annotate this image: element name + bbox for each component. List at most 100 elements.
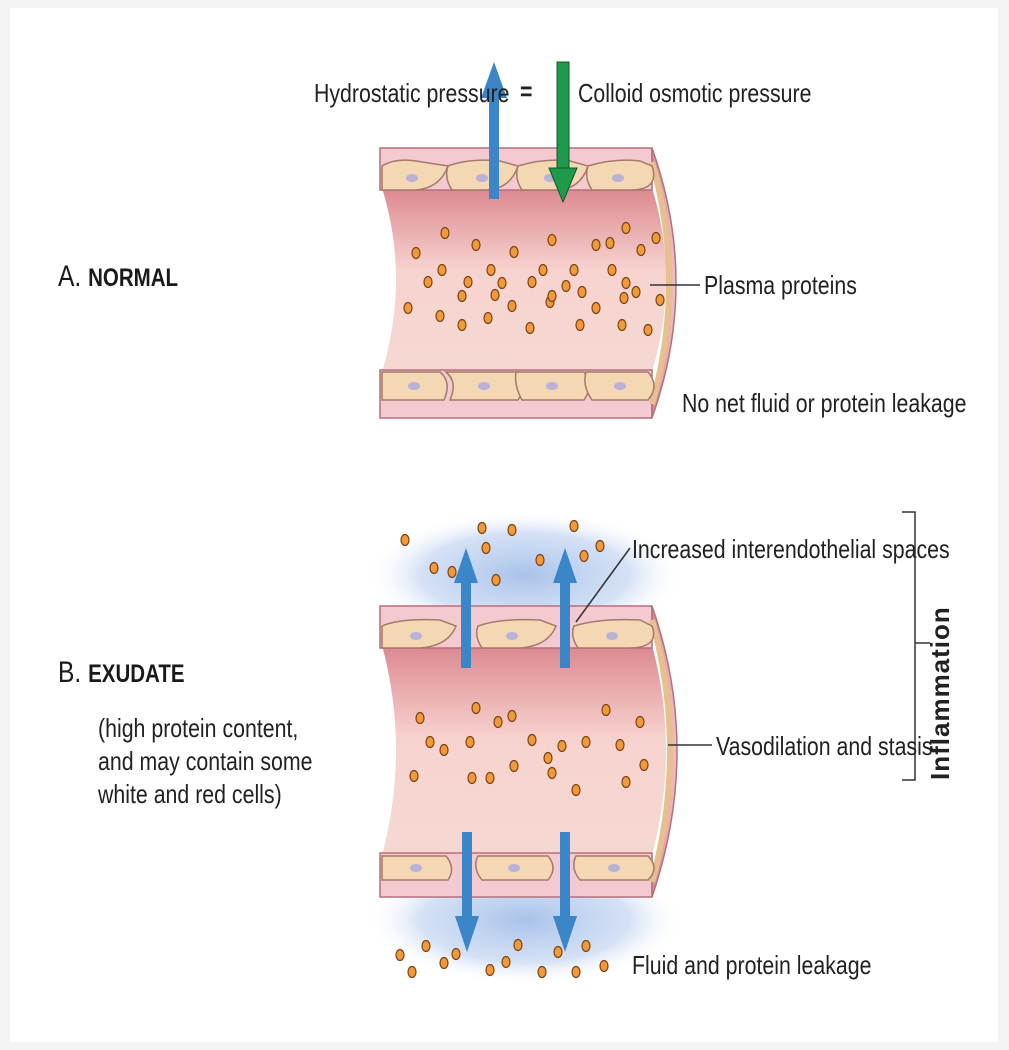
protein-dot-icon xyxy=(492,575,500,586)
protein-dot-icon xyxy=(484,313,492,324)
protein-dot-icon xyxy=(600,961,608,972)
panel-a-title: NORMAL xyxy=(88,264,178,292)
protein-dot-icon xyxy=(478,523,486,534)
protein-dot-icon xyxy=(636,717,644,728)
protein-dot-icon xyxy=(606,238,614,249)
protein-dot-icon xyxy=(438,265,446,276)
vessel-lumen xyxy=(382,645,666,855)
protein-dot-icon xyxy=(570,265,578,276)
inflammation-label: Inflammation xyxy=(925,606,956,780)
protein-dot-icon xyxy=(494,717,502,728)
protein-dot-icon xyxy=(582,737,590,748)
protein-dot-icon xyxy=(558,741,566,752)
protein-dot-icon xyxy=(596,541,604,552)
protein-dot-icon xyxy=(640,760,648,771)
protein-dot-icon xyxy=(416,713,424,724)
protein-dot-icon xyxy=(482,543,490,554)
protein-dot-icon xyxy=(448,567,456,578)
fluid-leakage-label: Fluid and protein leakage xyxy=(632,950,871,980)
protein-dot-icon xyxy=(528,735,536,746)
colloid-osmotic-pressure-label: Colloid osmotic pressure xyxy=(578,78,811,108)
protein-dot-icon xyxy=(502,957,510,968)
protein-dot-icon xyxy=(472,703,480,714)
panel-b-heading: B. EXUDATE xyxy=(58,656,185,691)
protein-dot-icon xyxy=(487,265,495,276)
protein-dot-icon xyxy=(526,323,534,334)
protein-dot-icon xyxy=(538,967,546,978)
protein-dot-icon xyxy=(539,265,547,276)
protein-dot-icon xyxy=(514,940,522,951)
protein-dot-icon xyxy=(508,525,516,536)
protein-dot-icon xyxy=(572,785,580,796)
protein-dot-icon xyxy=(468,773,476,784)
equals-sign: = xyxy=(520,76,532,106)
protein-dot-icon xyxy=(580,551,588,562)
protein-dot-icon xyxy=(440,958,448,969)
protein-dot-icon xyxy=(508,711,516,722)
protein-dot-icon xyxy=(652,233,660,244)
protein-dot-icon xyxy=(441,228,449,239)
protein-dot-icon xyxy=(464,277,472,288)
protein-dot-icon xyxy=(510,247,518,258)
no-leakage-label: No net fluid or protein leakage xyxy=(682,388,966,418)
protein-dot-icon xyxy=(592,303,600,314)
protein-dot-icon xyxy=(562,281,570,292)
protein-dot-icon xyxy=(618,320,626,331)
protein-dot-icon xyxy=(401,535,409,546)
protein-dot-icon xyxy=(632,287,640,298)
protein-dot-icon xyxy=(396,950,404,961)
protein-dot-icon xyxy=(622,278,630,289)
protein-dot-icon xyxy=(544,753,552,764)
protein-dot-icon xyxy=(572,967,580,978)
protein-dot-icon xyxy=(644,325,652,336)
protein-dot-icon xyxy=(486,773,494,784)
protein-dot-icon xyxy=(536,555,544,566)
protein-dot-icon xyxy=(582,941,590,952)
protein-dot-icon xyxy=(622,223,630,234)
protein-dot-icon xyxy=(548,768,556,779)
protein-dot-icon xyxy=(408,967,416,978)
protein-dot-icon xyxy=(424,277,432,288)
exudate-note: (high protein content, and may contain s… xyxy=(98,712,328,811)
protein-dot-icon xyxy=(554,947,562,958)
protein-dot-icon xyxy=(616,740,624,751)
panel-b-letter: B. xyxy=(58,656,81,689)
protein-dot-icon xyxy=(486,965,494,976)
protein-dot-icon xyxy=(622,777,630,788)
protein-dot-icon xyxy=(498,278,506,289)
panel-a-letter: A. xyxy=(58,260,81,293)
protein-dot-icon xyxy=(412,248,420,259)
protein-dot-icon xyxy=(637,245,645,256)
protein-dot-icon xyxy=(426,737,434,748)
protein-dot-icon xyxy=(510,761,518,772)
protein-dot-icon xyxy=(592,240,600,251)
panel-b-title: EXUDATE xyxy=(88,660,184,688)
hydrostatic-pressure-label: Hydrostatic pressure xyxy=(314,78,510,108)
protein-dot-icon xyxy=(608,265,616,276)
protein-dot-icon xyxy=(472,240,480,251)
protein-dot-icon xyxy=(452,949,460,960)
protein-dot-icon xyxy=(576,320,584,331)
protein-dot-icon xyxy=(404,303,412,314)
protein-dot-icon xyxy=(620,293,628,304)
vasodilation-label: Vasodilation and stasis xyxy=(716,731,932,761)
protein-dot-icon xyxy=(508,301,516,312)
panel-a-heading: A. NORMAL xyxy=(58,260,178,295)
protein-dot-icon xyxy=(570,521,578,532)
interendothelial-spaces-label: Increased interendothelial spaces xyxy=(632,534,950,564)
endothelial-cells-bottom xyxy=(382,372,654,400)
protein-dot-icon xyxy=(548,235,556,246)
protein-dot-icon xyxy=(458,320,466,331)
protein-dot-icon xyxy=(458,291,466,302)
protein-dot-icon xyxy=(578,287,586,298)
protein-dot-icon xyxy=(430,563,438,574)
protein-dot-icon xyxy=(548,291,556,302)
protein-dot-icon xyxy=(602,705,610,716)
plasma-proteins-label: Plasma proteins xyxy=(704,270,857,300)
protein-dot-icon xyxy=(410,771,418,782)
protein-dot-icon xyxy=(436,311,444,322)
protein-dot-icon xyxy=(491,290,499,301)
vessel-normal xyxy=(380,62,700,418)
protein-dot-icon xyxy=(656,295,664,306)
